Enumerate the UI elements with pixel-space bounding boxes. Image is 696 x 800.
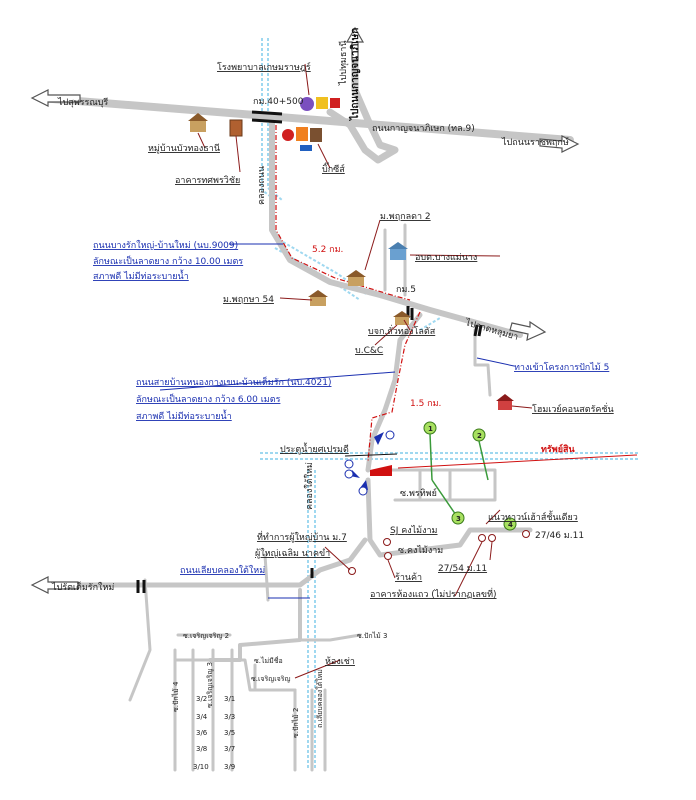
label-road-canal-vert: ถ.เลียบคลองใต้ใหม่ (315, 669, 324, 728)
photo-marker-icon-2 (472, 428, 489, 481)
label-townhouse: แนวทาวน์เฮ้าส์ชั้นเดียว (488, 510, 578, 523)
canal-group (260, 38, 640, 770)
label-km-marker: กม.40+500 (253, 97, 304, 107)
label-road-main-1-cond: สภาพดี ไม่มีท่อระบายน้ำ (93, 269, 189, 282)
leader-lines (159, 63, 638, 679)
label-soi-jaroen2: ซ.เจริญเจริญ 2 (183, 632, 229, 640)
label-photo-1: 1 (428, 425, 433, 433)
label-soi-pakmai3: ซ.ปักไม้ 3 (357, 631, 387, 640)
label-lot-38: 3/8 (196, 745, 207, 753)
label-road-main-2-desc: ลักษณะเป็นลาดยาง กว้าง 6.00 เมตร (136, 392, 281, 405)
label-photo-3: 3 (456, 515, 461, 523)
hospital-icon (300, 97, 340, 111)
label-soi-mimi: ซ.ไม่มีชื่อ (254, 656, 283, 665)
school-icon (388, 242, 408, 260)
label-road-main-2-cond: สภาพดี ไม่มีท่อระบายน้ำ (136, 409, 232, 422)
label-lot-35: 3/5 (224, 729, 235, 737)
label-property: ทรัพย์สิน (541, 443, 575, 455)
road-network (36, 41, 574, 772)
label-water-gate: ประตูน้ำยศเปรมดี (280, 442, 349, 455)
label-head-name: ผู้ใหญ่เฉลิม นาคขำ (255, 548, 330, 559)
label-lot-34: 3/4 (196, 713, 208, 721)
label-building-row: อาคารห้องแถว (ไม่ปรากฏเลขที่) (370, 587, 497, 600)
label-kanchana-road: ถนนกาญจนาภิเษก (ทล.9) (372, 123, 475, 134)
arrow-icon-west (30, 89, 81, 107)
label-to-pathum: ไปปทุมธานี (338, 40, 349, 86)
label-to-supanburi: ไปสุพรรณบุรี (57, 97, 108, 108)
property-plot (370, 465, 392, 476)
village-icon-2 (308, 270, 411, 325)
showroom-icon (496, 394, 514, 410)
arrow-icon-north (345, 26, 365, 61)
photo-marker-icon-1 (423, 421, 459, 519)
label-lot-31: 3/1 (224, 695, 235, 703)
label-lot-36: 3/6 (196, 729, 208, 737)
label-lot-32: 3/2 (196, 695, 207, 703)
label-khlong-tai-mai: คลองใต้ใหม่ (304, 462, 315, 510)
label-dist-52: 5.2 กม. (312, 245, 343, 255)
label-village-buathong: หมู่บ้านบัวทองธานี (148, 143, 220, 154)
arrow-icon-east-2 (509, 320, 547, 342)
label-toilet: ห้องเช่า (325, 656, 355, 667)
label-lot-310: 3/10 (193, 763, 209, 771)
label-sj-khong: SJ คงไม้งาม (390, 525, 438, 536)
label-building-thotsaphon: อาคารทศพรวิชัย (175, 175, 240, 186)
label-shop: ร้านค้า (395, 572, 422, 583)
label-photo-4: 4 (508, 521, 513, 529)
label-soi-jaroen-vert: ซ.เจริญเจริญ 3 (206, 662, 214, 708)
label-hospital: โรงพยาบาลเกษมราษฎร์ (217, 61, 311, 73)
label-bigc: บิ๊กซีส์ (322, 162, 345, 175)
label-to-project: ทางเข้าโครงการปักไม้ 5 (514, 362, 609, 373)
label-lot-33: 3/3 (224, 713, 235, 721)
edge-arrows (30, 26, 580, 594)
photo-marker-icon-3 (451, 511, 465, 525)
label-soi-jaroen3: ซ.เจริญเจริญ (251, 675, 290, 683)
label-soi-pakmai4: ซ.ปักไม้ 4 (171, 681, 180, 712)
label-soi-pakmai2: ซ.ปักไม้ 2 (291, 708, 300, 738)
label-muban-phruksa: ม.พฤกษา 54 (223, 295, 274, 305)
label-showroom: โฮมเวย์คอนสตรัคชั่น (532, 402, 614, 415)
label-to-bang-bua: ไปถนนราชพฤกษ์ (501, 136, 569, 148)
label-road-main-1: ถนนบางรักใหญ่-บ้านใหม่ (นบ.9009) (93, 240, 238, 251)
label-muban-phrueklada: ม.พฤกลดา 2 (380, 212, 431, 222)
arrow-icon-east (539, 135, 580, 153)
label-road-main-2: ถนนสายบ้านหนองกางเขน-บ้านเต็มรัก (นบ.402… (136, 375, 331, 388)
label-to-lat-ya: ไปลาดหลุมยา (463, 317, 519, 343)
bigc-icon (282, 127, 322, 151)
label-head-office: ที่ทำการผู้ใหญ่บ้าน ม.7 (257, 530, 347, 543)
label-soi-phon: ซ.พรทิพย์ (400, 487, 437, 499)
label-tag-2746: 27/46 ม.11 (535, 531, 584, 541)
location-dots (348, 530, 530, 575)
arrow-icon-west-2 (30, 576, 79, 594)
label-bc-c: บ.C&C (355, 346, 383, 356)
label-road-main-1-desc: ลักษณะเป็นลาดยาง กว้าง 10.00 เมตร (93, 254, 243, 267)
camera-circles (344, 430, 395, 496)
label-dist-15: 1.5 กม. (410, 399, 441, 409)
bridge-marks (136, 110, 483, 593)
label-tag-2754: 27/54 ม.11 (438, 564, 487, 574)
label-road-canal: ถนนเลียบคลองใต้ใหม่ (180, 565, 265, 576)
label-km5: กม.5 (396, 285, 416, 295)
label-bkk-kluay: บจก.ถั่วทองโลตัส (368, 324, 436, 337)
building-icon (229, 119, 243, 137)
village-icon (188, 113, 208, 132)
label-school: อบต.บางแม่นาง (415, 253, 477, 263)
label-to-canal-kanchana: ไปถนนกาญจนาภิเษก (348, 28, 361, 121)
label-khlong-thanon: คลองถนน (257, 166, 267, 205)
label-to-bang-rak: ไปรัตเต็มรักใหม่ (51, 580, 114, 593)
photo-marker-icon-4 (503, 517, 517, 531)
label-lot-39: 3/9 (224, 763, 235, 771)
label-lot-37: 3/7 (224, 745, 235, 753)
label-photo-2: 2 (477, 432, 482, 440)
route-path (275, 125, 421, 463)
label-soi-khong: ซ.คงไม้งาม (398, 545, 443, 556)
